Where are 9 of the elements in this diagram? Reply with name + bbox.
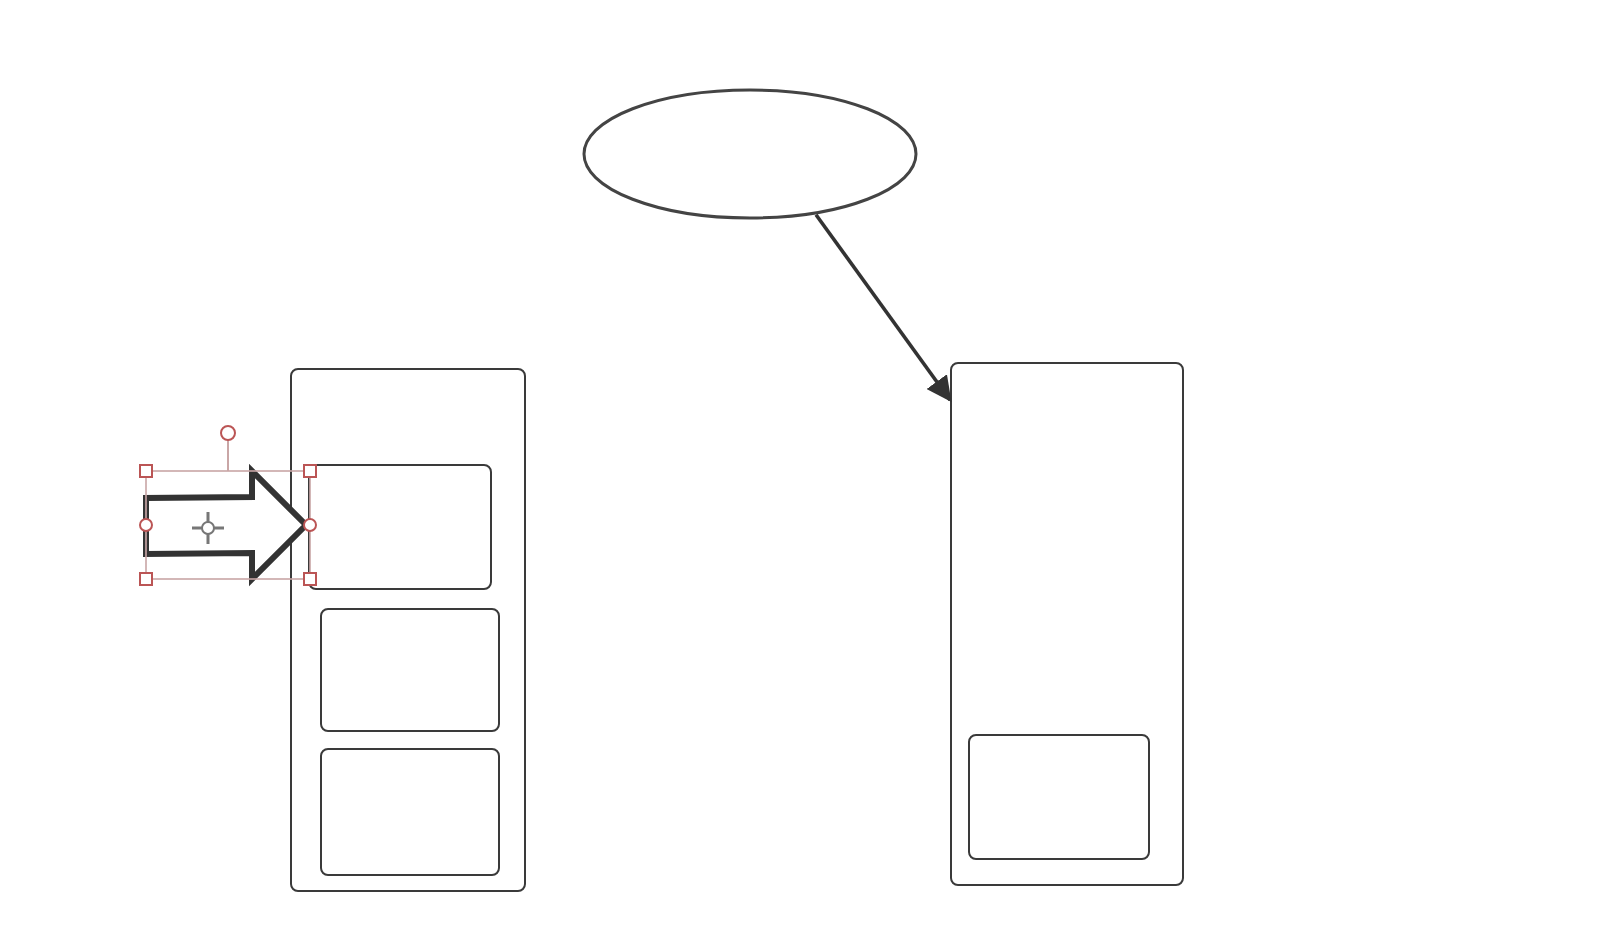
- panel-box: [320, 608, 500, 732]
- panel-box: [320, 748, 500, 876]
- container-box: [950, 362, 1184, 886]
- container-box: [290, 368, 526, 892]
- panel-box: [308, 464, 492, 590]
- ellipse-shape: [582, 88, 918, 220]
- arrow: [814, 213, 952, 403]
- panel-box: [968, 734, 1150, 860]
- block-arrow: [143, 463, 311, 587]
